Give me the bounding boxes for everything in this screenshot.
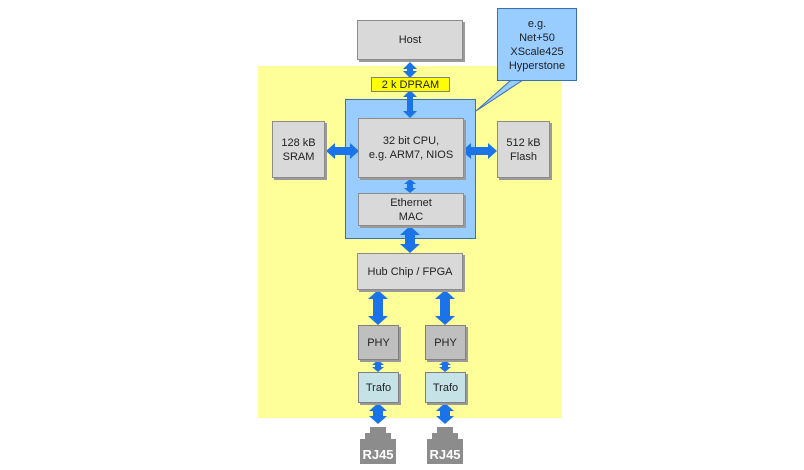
host-label: Host [398, 34, 422, 46]
arrow-dpram-cpu [403, 90, 417, 118]
rj45-right: RJ45 [427, 427, 463, 464]
flash-box: 512 kB Flash [497, 121, 550, 178]
callout-label: e.g. Net+50 XScale425 Hyperstone [508, 17, 566, 72]
dpram-label: 2 k DPRAM [381, 78, 440, 91]
arrow-phy-trafo-right [439, 360, 451, 372]
rj45-left: RJ45 [360, 427, 396, 464]
arrow-cpu-flash [462, 143, 497, 159]
phy-left-box: PHY [358, 325, 399, 360]
sram-label: 128 kB SRAM [281, 136, 316, 163]
arrow-cpu-mac [404, 179, 416, 193]
arrow-mac-hub [400, 226, 420, 253]
dpram-box: 2 k DPRAM [371, 77, 450, 92]
rj45-left-shape [360, 427, 396, 464]
rj45-right-label: RJ45 [429, 447, 461, 462]
arrow-trafo-rj45-right [436, 403, 454, 424]
mac-label: Ethernet MAC [390, 196, 432, 223]
host-box: Host [357, 20, 463, 60]
phy-right-label: PHY [434, 336, 457, 349]
sram-box: 128 kB SRAM [272, 121, 325, 178]
rj45-right-shape [427, 427, 463, 464]
flash-label: 512 kB Flash [506, 136, 541, 163]
trafo-left-box: Trafo [358, 372, 399, 403]
arrow-trafo-rj45-left [369, 403, 387, 424]
arrow-hub-phy-left [368, 290, 388, 325]
phy-right-box: PHY [425, 325, 466, 360]
callout-box: e.g. Net+50 XScale425 Hyperstone [497, 8, 577, 81]
callout-pointer [475, 79, 525, 112]
mac-box: Ethernet MAC [358, 193, 464, 226]
arrow-hub-phy-right [435, 290, 455, 325]
arrow-host-dpram [403, 62, 417, 78]
trafo-left-label: Trafo [365, 381, 392, 394]
trafo-right-label: Trafo [432, 381, 459, 394]
arrow-phy-trafo-left [372, 360, 384, 372]
cpu-box: 32 bit CPU, e.g. ARM7, NIOS [358, 118, 464, 178]
hub-label: Hub Chip / FPGA [367, 265, 453, 278]
cpu-label: 32 bit CPU, e.g. ARM7, NIOS [368, 135, 454, 161]
rj45-left-label: RJ45 [362, 447, 394, 462]
trafo-right-box: Trafo [425, 372, 466, 403]
arrow-sram-cpu [326, 143, 359, 159]
phy-left-label: PHY [367, 336, 390, 349]
hub-box: Hub Chip / FPGA [357, 253, 463, 290]
